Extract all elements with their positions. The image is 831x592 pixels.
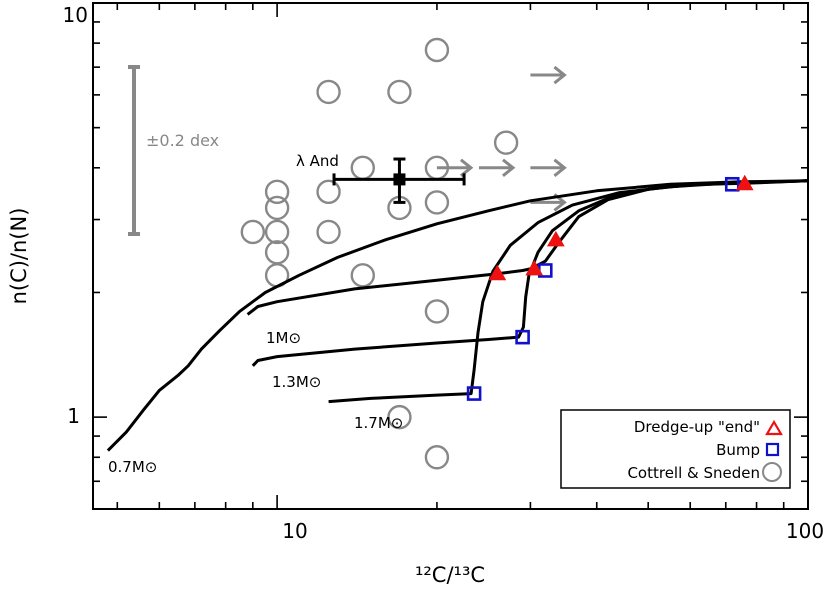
observed-point [316,219,341,245]
observed-point [264,240,290,265]
observed-point [350,263,375,288]
y-axis-label: n(C)/n(N) [7,208,31,305]
observed-point [316,179,341,205]
dredge-marker [525,259,544,276]
track-line-3 [328,179,809,404]
bump-marker [724,176,740,192]
x-tick-label-100: 100 [786,519,824,543]
legend-circle-icon [762,462,782,482]
lambda-and-point [332,157,466,204]
legend-triangle-icon [765,419,783,436]
y-tick-label-10: 10 [63,3,88,27]
track-line-0 [106,179,809,452]
model-tracks [106,179,809,452]
observed-point [240,219,266,245]
observed-point [316,79,341,105]
legend-label-dredge: Dredge-up "end" [634,418,760,436]
x-tick-label-10: 10 [282,519,307,543]
observed-point [350,155,375,180]
observed-point [424,299,450,324]
observed-point [264,195,290,221]
limit-arrow-head [553,158,567,177]
observed-point [424,37,450,63]
lambda-and-label: λ And [296,152,339,170]
legend-square-icon [765,442,780,457]
observed-point [424,445,450,470]
axis-ticks [93,3,808,509]
track-label-1p3msun: 1.3M⊙ [272,373,321,391]
limit-arrow-head [459,158,474,177]
legend-label-bump: Bump [716,441,760,459]
observed-points [240,37,519,470]
y-tick-label-1: 1 [67,404,80,428]
lambda-and-marker [393,173,406,186]
observed-point [387,79,412,105]
legend: Dredge-up "end" Bump Cottrell & Sneden [560,409,791,489]
observed-point [264,219,290,245]
limit-arrow-head [553,65,567,85]
track-label-1msun: 1M⊙ [266,329,301,347]
track-line-2 [251,179,809,367]
bump-marker [515,329,530,345]
dredge-marker [546,230,565,247]
track-label-0p7msun: 0.7M⊙ [108,458,157,476]
observed-point [424,190,450,215]
limit-arrow-head [502,158,516,177]
plot-frame [92,2,809,510]
legend-box [560,409,791,489]
model-markers [466,174,754,401]
track-label-1p7msun: 1.7M⊙ [354,414,403,432]
dredge-marker [735,174,754,191]
dredge-marker [488,264,507,281]
bump-marker [466,386,482,401]
dex-scale-label: ±0.2 dex [146,131,219,150]
observed-point [493,130,519,155]
x-axis-label: ¹²C/¹³C [415,563,485,587]
legend-label-cottrell: Cottrell & Sneden [627,464,760,482]
observed-point [264,179,290,205]
lower-limit-arrows [436,65,567,212]
observed-point [387,404,412,430]
